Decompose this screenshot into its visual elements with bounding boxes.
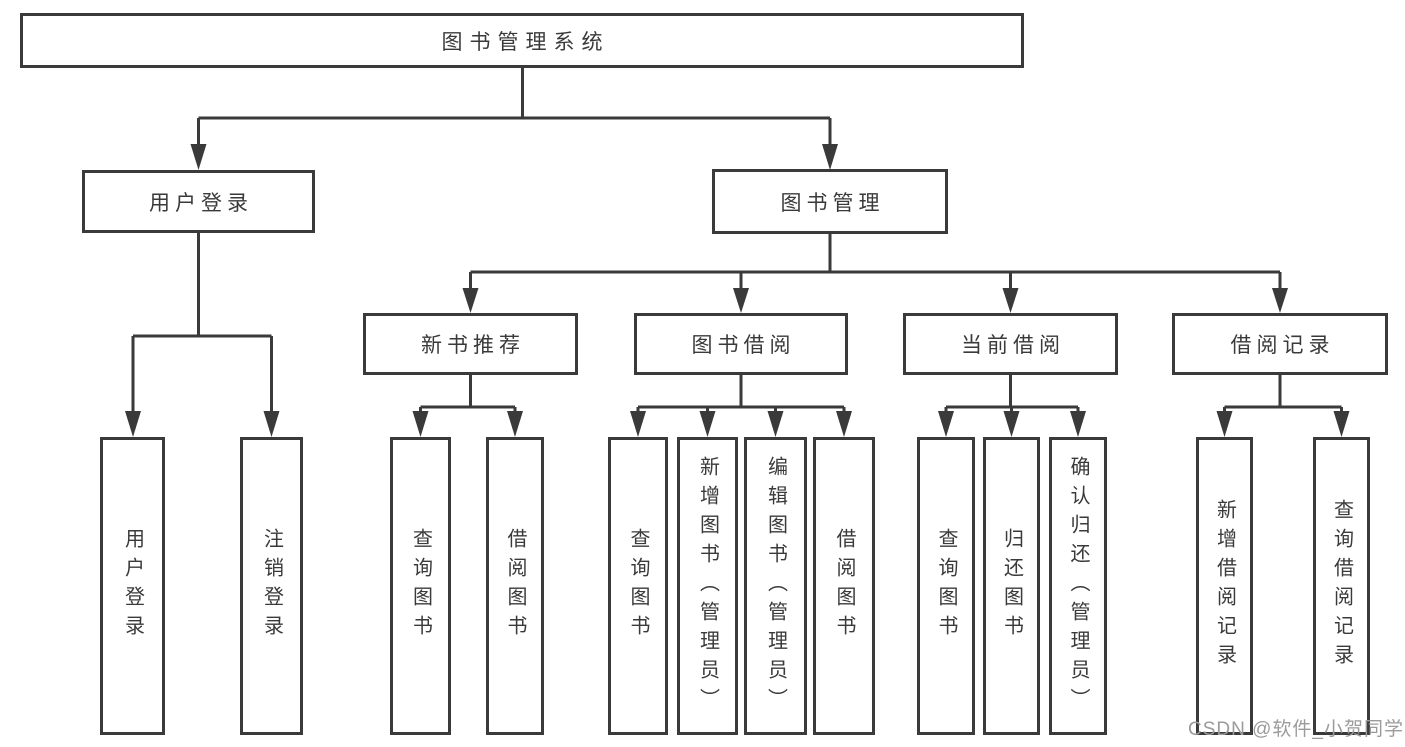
node-book-borrowing: 图书借阅 — [634, 313, 848, 375]
leaf-recommend-query-books: 查询图书 — [390, 437, 451, 735]
node-borrowing-records: 借阅记录 — [1172, 313, 1388, 375]
leaf-recommend-borrow-books: 借阅图书 — [486, 437, 544, 735]
node-library-management-system: 图书管理系统 — [20, 13, 1024, 68]
leaf-borrowing-borrow-books: 借阅图书 — [813, 437, 875, 735]
leaf-current-return-books: 归还图书 — [983, 437, 1040, 735]
leaf-borrowing-edit-books-admin: 编辑图书（管理员） — [744, 437, 807, 735]
node-book-management: 图书管理 — [712, 169, 948, 234]
node-new-book-recommendation: 新书推荐 — [363, 313, 578, 375]
csdn-watermark: CSDN @软件_小贺同学 — [1188, 719, 1404, 740]
node-current-borrowing: 当前借阅 — [903, 313, 1118, 375]
leaf-current-query-books: 查询图书 — [917, 437, 975, 735]
leaf-records-add-record: 新增借阅记录 — [1196, 437, 1253, 735]
node-user-login: 用户登录 — [82, 170, 315, 233]
leaf-user-login: 用户登录 — [100, 437, 165, 735]
leaf-records-query-record: 查询借阅记录 — [1313, 437, 1370, 735]
leaf-borrowing-query-books: 查询图书 — [608, 437, 668, 735]
leaf-logout: 注销登录 — [240, 437, 303, 735]
leaf-current-confirm-return-admin: 确认归还（管理员） — [1049, 437, 1107, 735]
leaf-borrowing-add-books-admin: 新增图书（管理员） — [677, 437, 738, 735]
